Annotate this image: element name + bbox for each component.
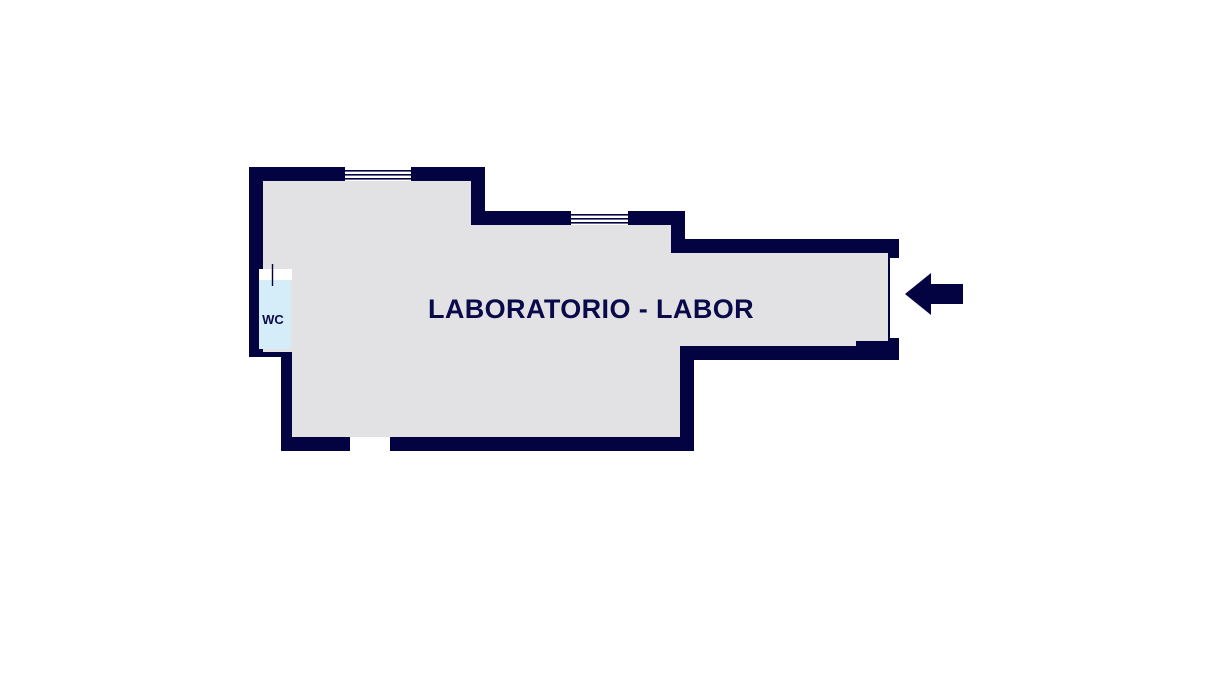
opening-bottom: [350, 437, 390, 451]
wc-room-fill: [259, 275, 291, 349]
wc-room-label: WC: [262, 312, 284, 327]
window-top-bar-3: [345, 178, 411, 180]
window-top-bar-2: [345, 174, 411, 176]
entrance-door-right: [890, 258, 899, 338]
entrance-arrow-shape: [905, 273, 963, 315]
window-upper-right-bar-1: [571, 214, 628, 216]
window-upper-right: [571, 211, 628, 225]
window-upper-right-bar-3: [571, 222, 628, 224]
main-room-label: LABORATORIO - LABOR: [428, 294, 754, 324]
room-fill-group: [259, 181, 888, 437]
main-room-fill: [263, 181, 888, 437]
window-top: [345, 167, 411, 181]
wc-door: [259, 264, 292, 286]
window-top-bar-1: [345, 170, 411, 172]
entrance-arrow: [905, 273, 963, 315]
window-upper-right-bar-2: [571, 218, 628, 220]
wc-door-gap: [259, 269, 292, 280]
openings-group: [259, 167, 899, 451]
